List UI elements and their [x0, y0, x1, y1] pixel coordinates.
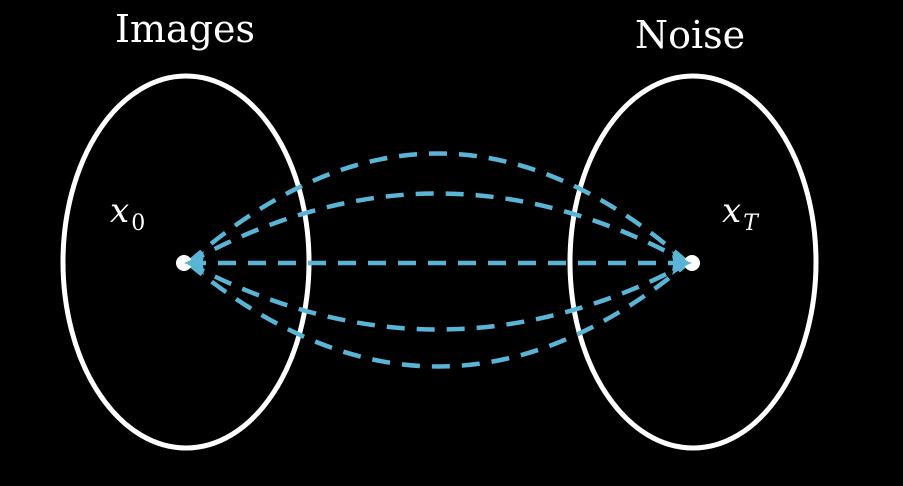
x0-label: x0 [110, 191, 145, 236]
noise-title: Noise [635, 13, 745, 57]
noise-set-ellipse [567, 73, 819, 451]
diffusion-path-2 [186, 191, 690, 265]
arrowhead-right-5 [672, 262, 690, 275]
diffusion-paths [186, 151, 690, 369]
diffusion-path-1 [186, 151, 690, 265]
xT-label-sub: T [743, 211, 760, 236]
x0-label-main: x [110, 191, 129, 231]
xT-label: xT [722, 191, 760, 236]
xT-label-main: x [722, 191, 741, 231]
arrowheads-right [672, 251, 692, 275]
diffusion-path-4 [186, 261, 690, 332]
images-title: Images [115, 7, 255, 51]
arrowhead-left-5 [186, 262, 204, 275]
x0-label-sub: 0 [131, 211, 145, 236]
diffusion-path-5 [186, 261, 690, 369]
arrowheads-left [184, 251, 204, 275]
